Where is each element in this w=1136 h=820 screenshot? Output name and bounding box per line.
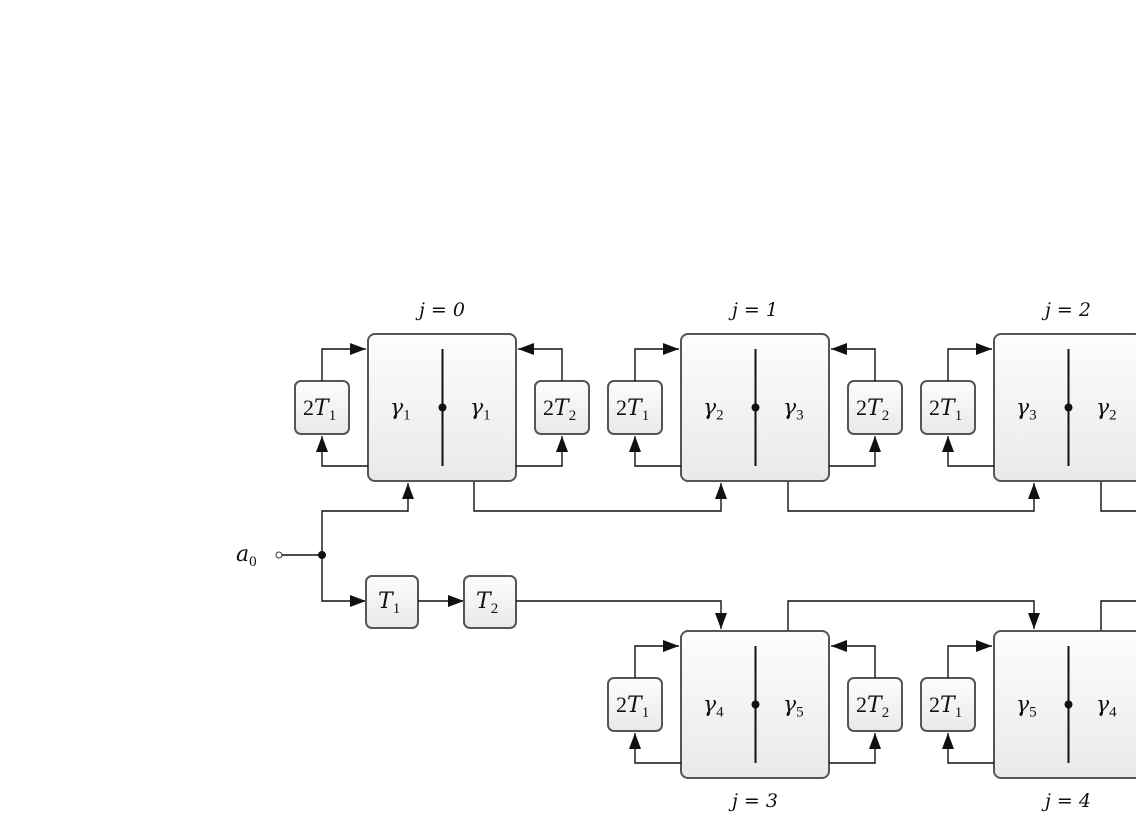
stage-0: j = 0 γ1 γ1 2T1 2T2 [294, 299, 590, 482]
stage-label: j = 3 [728, 790, 778, 812]
stage-left-coef: γ2 [703, 396, 724, 424]
stage-center-dot [751, 403, 760, 412]
feedback-right-in-wire [829, 733, 881, 764]
wire-input-to-stage-0 [321, 483, 414, 555]
feedback-left-in-wire [942, 436, 994, 467]
feedback-left-in-wire [629, 436, 681, 467]
feedback-left-out-wire [634, 640, 679, 678]
delay-box-T2 [463, 575, 517, 629]
input-label: a0 [236, 542, 257, 570]
stage-left-coef: γ5 [1016, 693, 1037, 721]
feedback-right-2T2: 2T2 [534, 380, 590, 435]
stage-right-coef: γ5 [783, 693, 804, 721]
wire-stage-4-out [1100, 600, 1136, 631]
feedback-right-2T2: 2T2 [847, 677, 903, 732]
feedback-left-2T1-label: 2T1 [303, 395, 336, 424]
feedback-right-2T2: 2T2 [847, 380, 903, 435]
feedback-right-out-wire [518, 343, 563, 381]
feedback-left-2T1-label: 2T1 [929, 395, 962, 424]
stage-center-dot [438, 403, 447, 412]
wire-stage-2-out [1100, 481, 1136, 512]
wire-T2-to-stage-3 [516, 600, 727, 629]
feedback-left-2T1-label: 2T1 [929, 692, 962, 721]
feedback-left-2T1-label: 2T1 [616, 395, 649, 424]
stage-1: j = 1 γ2 γ3 2T1 2T2 [607, 299, 903, 482]
stage-4: j = 4 γ5 γ4 2T1 [920, 630, 1136, 812]
feedback-left-2T1: 2T1 [294, 380, 350, 435]
feedback-right-2T2-label: 2T2 [856, 692, 889, 721]
stage-2: j = 2 γ3 γ2 2T1 [920, 299, 1136, 482]
feedback-left-in-wire [316, 436, 368, 467]
feedback-right-2T2-label: 2T2 [856, 395, 889, 424]
delay-T2: T2 [463, 575, 517, 629]
delay-label-T1: T1 [378, 589, 400, 617]
delay-box-T1 [365, 575, 419, 629]
feedback-left-2T1: 2T1 [607, 677, 663, 732]
input-terminal [275, 551, 283, 559]
feedback-left-out-wire [321, 343, 366, 381]
stage-center-dot [1064, 403, 1073, 412]
wire-stage-1-to-stage-2 [787, 481, 1040, 512]
input-node: a0 [236, 483, 414, 607]
feedback-left-2T1: 2T1 [920, 380, 976, 435]
feedback-right-out-wire [831, 343, 876, 381]
feedback-right-in-wire [829, 436, 881, 467]
feedback-left-out-wire [634, 343, 679, 381]
wire-stage-3-to-stage-4 [787, 600, 1040, 631]
stage-right-coef: γ1 [470, 396, 491, 424]
stage-left-coef: γ1 [390, 396, 411, 424]
stage-3: j = 3 γ4 γ5 2T1 2T2 [607, 630, 903, 812]
feedback-left-2T1: 2T1 [607, 380, 663, 435]
stage-right-coef: γ3 [783, 396, 804, 424]
stage-label: j = 0 [415, 299, 465, 321]
delay-label-T2: T2 [476, 589, 498, 617]
feedback-right-in-wire [516, 436, 568, 467]
feedback-left-out-wire [947, 343, 992, 381]
stage-center-dot [751, 700, 760, 709]
wire-input-to-T1 [321, 555, 366, 607]
stage-label: j = 2 [1041, 299, 1091, 321]
stage-right-coef: γ2 [1096, 396, 1117, 424]
stage-right-coef: γ4 [1096, 693, 1117, 721]
stage-label: j = 1 [728, 299, 778, 321]
feedback-left-in-wire [942, 733, 994, 764]
feedback-right-out-wire [831, 640, 876, 678]
stage-left-coef: γ4 [703, 693, 724, 721]
feedback-right-2T2-label: 2T2 [543, 395, 576, 424]
wire-stage-0-to-stage-1 [473, 481, 727, 512]
stage-center-dot [1064, 700, 1073, 709]
stage-label: j = 4 [1041, 790, 1091, 812]
feedback-left-in-wire [629, 733, 681, 764]
delay-T1: T1 [365, 575, 419, 629]
stages: j = 0 γ1 γ1 2T1 2T2 j = 1 γ2 γ3 2T1 2T2 j = 2 γ3 γ2 2… [294, 299, 1136, 812]
feedback-left-2T1-label: 2T1 [616, 692, 649, 721]
feedback-left-out-wire [947, 640, 992, 678]
stage-left-coef: γ3 [1016, 396, 1037, 424]
feedback-left-2T1: 2T1 [920, 677, 976, 732]
